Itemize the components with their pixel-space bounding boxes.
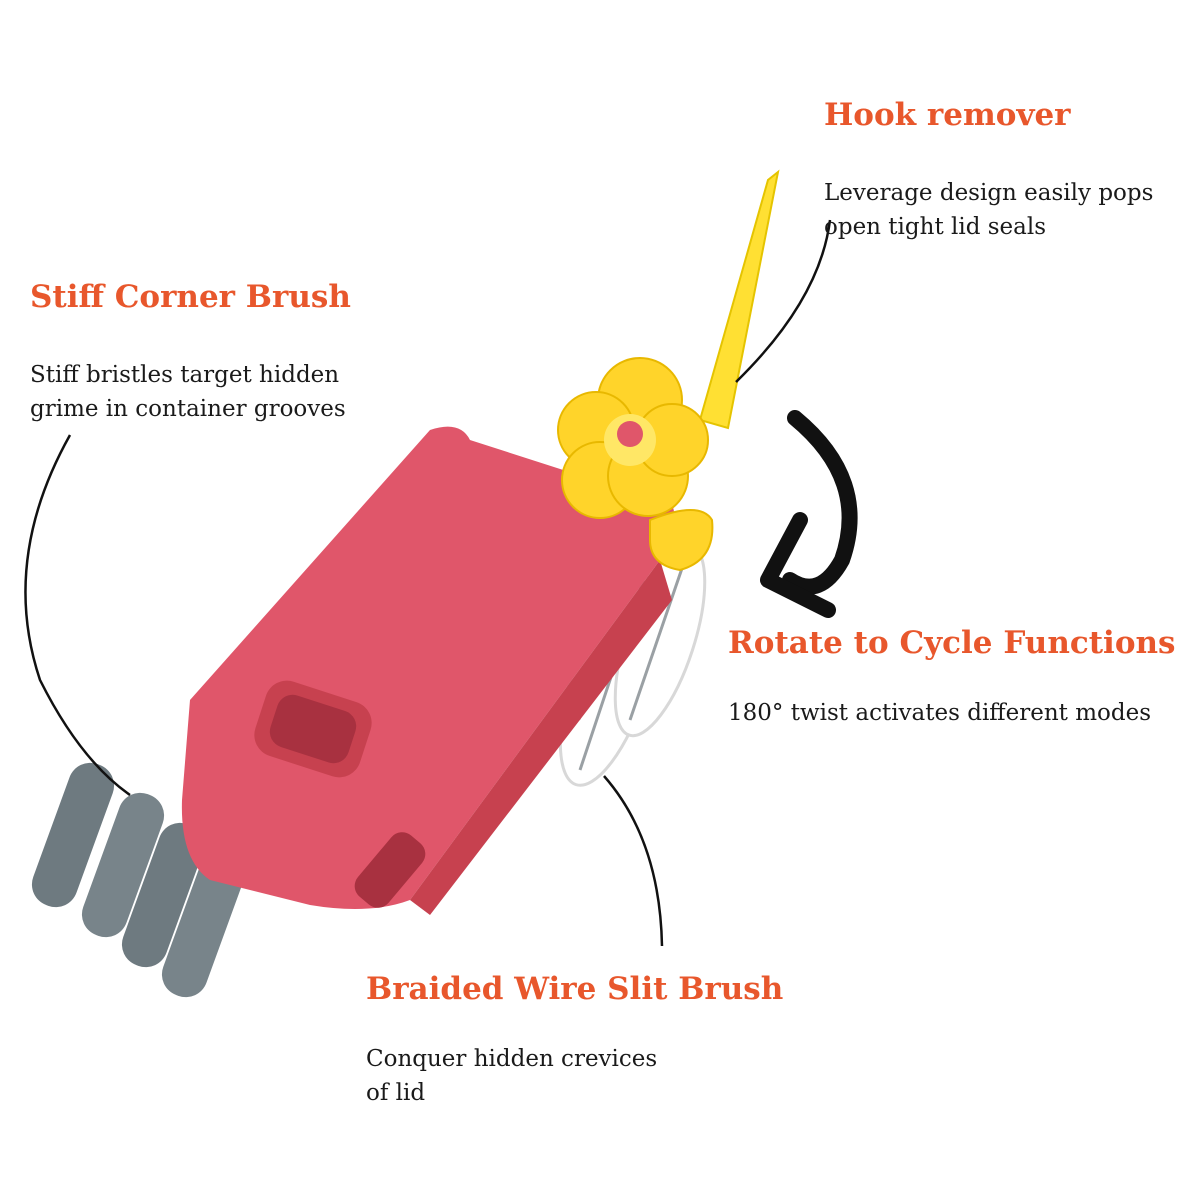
braided-wire-brush-description: Conquer hidden crevices of lid <box>366 1046 658 1106</box>
rotation-arrow-icon <box>760 410 858 618</box>
hook-remover-description: Leverage design easily pops open tight l… <box>824 180 1154 240</box>
rotate-functions-title: Rotate to Cycle Functions <box>728 625 1176 661</box>
rotate-functions-description: 180° twist activates different modes <box>728 700 1152 726</box>
hook-remover-title: Hook remover <box>824 97 1071 133</box>
stiff-corner-brush-description: Stiff bristles target hidden grime in co… <box>30 362 346 422</box>
leader-line-stiff <box>24 434 131 797</box>
flower-rotation-knob <box>557 357 714 572</box>
leader-line-braided <box>603 775 664 947</box>
stiff-bristles <box>31 762 245 998</box>
brush-handle <box>181 426 675 915</box>
stiff-corner-brush-title: Stiff Corner Brush <box>30 279 351 315</box>
braided-wire-brush-title: Braided Wire Slit Brush <box>366 971 784 1007</box>
leader-line-hook <box>735 219 832 383</box>
hook-remover <box>698 169 780 430</box>
